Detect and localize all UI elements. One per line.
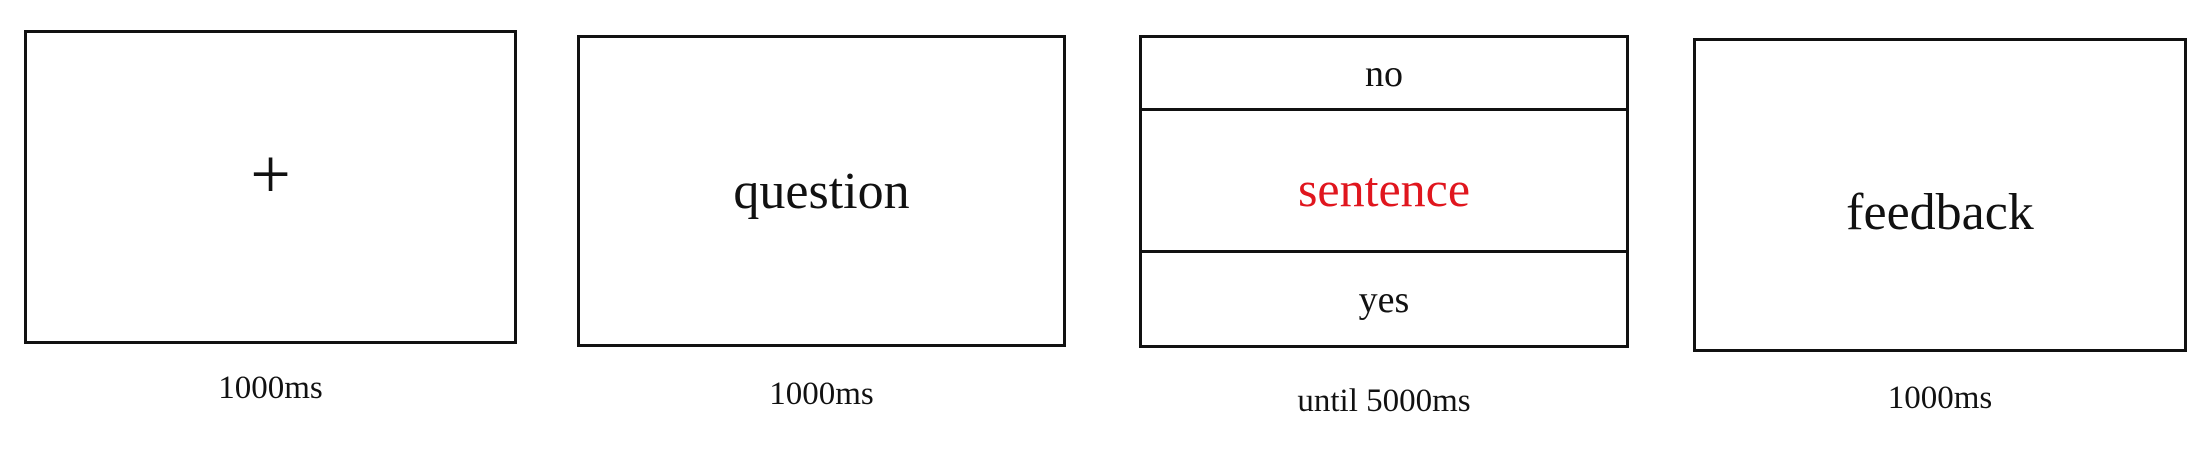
fixation-duration: 1000ms [218, 370, 323, 406]
feedback-text: feedback [1846, 184, 2034, 241]
feedback-duration: 1000ms [1887, 380, 1993, 416]
response-option-no: no [1365, 53, 1403, 95]
sentence-screen: no sentence yes [1139, 35, 1629, 348]
question-text: question [733, 163, 910, 220]
bottom-divider [1142, 250, 1626, 253]
sentence-text: sentence [1297, 161, 1471, 217]
question-screen: question [577, 35, 1066, 347]
fixation-screen: + [24, 30, 517, 344]
feedback-screen: feedback [1693, 38, 2187, 352]
question-duration: 1000ms [769, 376, 874, 412]
fixation-cross: + [250, 134, 291, 214]
response-option-yes: yes [1358, 279, 1410, 321]
sentence-duration: until 5000ms [1297, 383, 1471, 419]
top-divider [1142, 108, 1626, 111]
